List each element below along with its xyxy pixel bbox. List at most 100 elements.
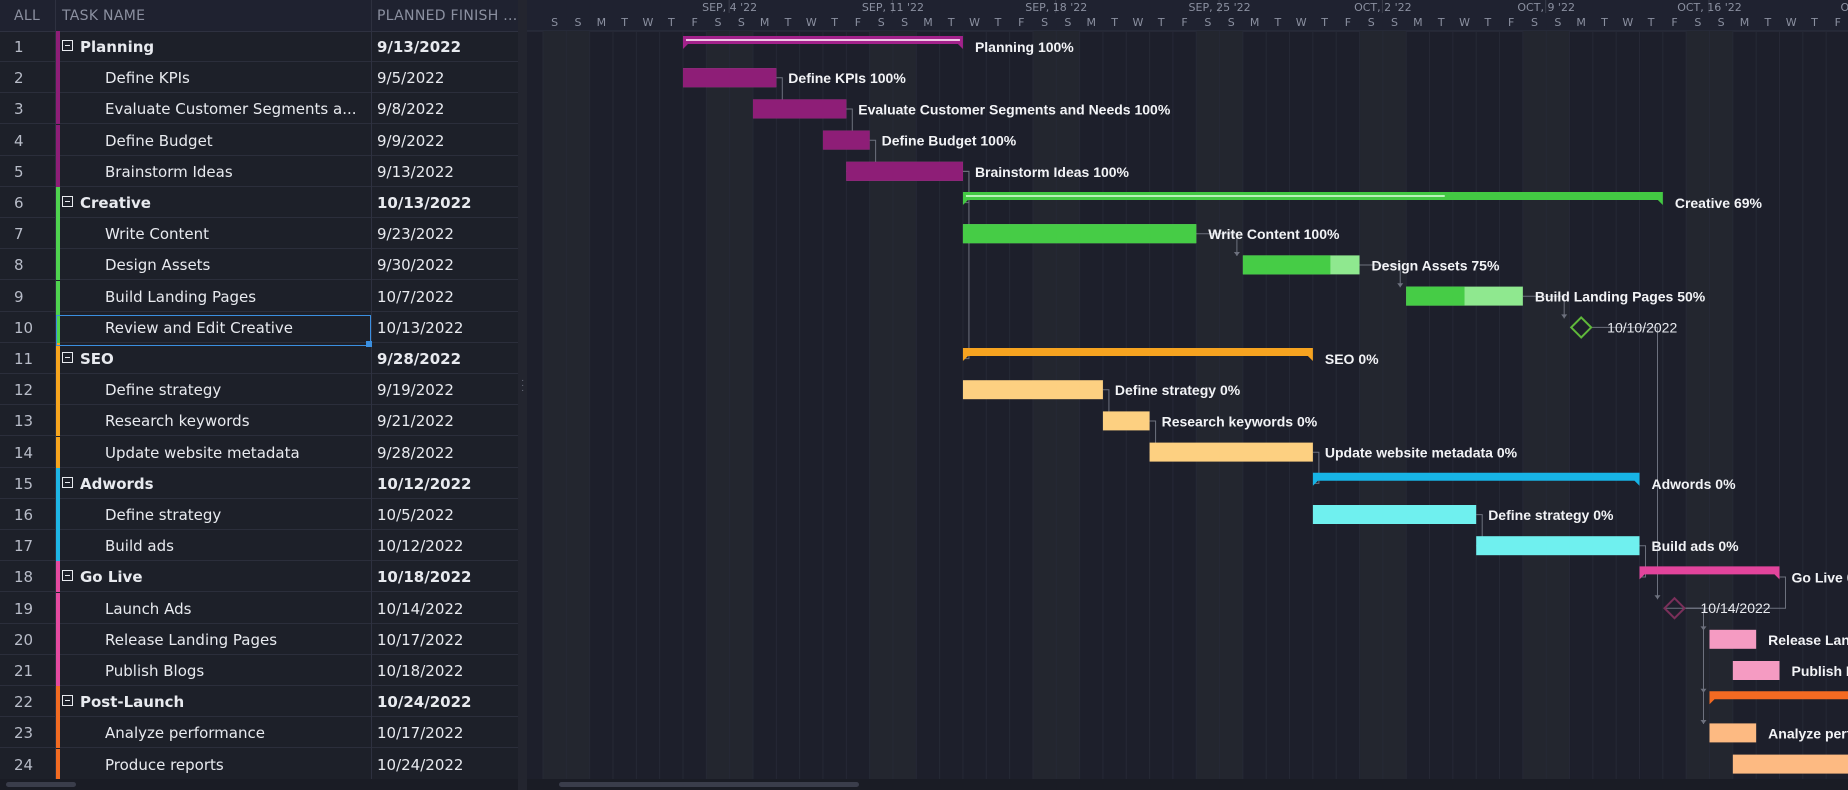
task-name-cell[interactable]: Publish Blogs — [105, 662, 205, 680]
task-bar[interactable] — [1149, 442, 1313, 462]
collapse-toggle-icon[interactable] — [62, 40, 73, 51]
planned-finish-cell[interactable]: 9/8/2022 — [377, 100, 445, 119]
collapse-toggle-icon[interactable] — [62, 570, 73, 582]
collapse-toggle-icon[interactable] — [62, 695, 73, 707]
planned-finish-cell[interactable]: 10/14/2022 — [377, 599, 464, 618]
task-name-cell[interactable]: Build Landing Pages — [105, 287, 257, 306]
task-bar[interactable] — [1732, 661, 1780, 680]
planned-finish-cell[interactable]: 9/5/2022 — [377, 69, 445, 88]
planned-finish-cell[interactable]: 10/17/2022 — [377, 724, 464, 743]
task-bar[interactable] — [1709, 629, 1757, 649]
scrollbar-thumb[interactable] — [6, 782, 76, 787]
task-name-cell[interactable]: Analyze performance — [105, 724, 265, 743]
task-name-column-header[interactable]: TASK NAME — [62, 8, 146, 24]
planned-finish-cell[interactable]: 10/13/2022 — [377, 318, 464, 337]
planned-finish-column-header[interactable]: PLANNED FINISH ... — [377, 8, 518, 24]
task-bar[interactable] — [1709, 723, 1757, 743]
task-name-cell[interactable]: Review and Edit Creative — [105, 318, 293, 337]
task-bar[interactable] — [962, 380, 1103, 400]
collapse-toggle-icon[interactable] — [62, 196, 73, 207]
task-name-cell[interactable]: Creative — [80, 194, 151, 212]
task-name-cell[interactable]: Release Landing Pages — [105, 630, 278, 649]
planned-finish-cell[interactable]: 9/13/2022 — [377, 38, 462, 56]
planned-finish-cell[interactable]: 9/23/2022 — [377, 225, 454, 244]
task-name-cell[interactable]: Write Content — [105, 225, 210, 244]
task-name-cell[interactable]: Update website metadata — [105, 443, 300, 462]
task-bar[interactable] — [1312, 505, 1477, 524]
task-bar[interactable] — [1476, 536, 1640, 556]
pane-splitter[interactable]: ··· — [518, 0, 527, 790]
collapse-toggle-icon[interactable] — [62, 352, 73, 363]
planned-finish-cell[interactable]: 10/24/2022 — [377, 755, 464, 774]
milestone-diamond-icon[interactable] — [1663, 596, 1686, 620]
planned-finish-cell[interactable]: 10/24/2022 — [377, 693, 472, 712]
planned-finish-cell[interactable]: 10/17/2022 — [377, 630, 464, 649]
planned-finish-cell[interactable]: 9/28/2022 — [377, 350, 462, 368]
all-column-header[interactable]: ALL — [14, 8, 41, 24]
summary-bar[interactable] — [1709, 691, 1848, 705]
task-bar[interactable] — [1732, 754, 1848, 774]
planned-finish-cell[interactable]: 10/7/2022 — [377, 287, 454, 306]
summary-bar[interactable] — [962, 348, 1313, 361]
planned-finish-cell[interactable]: 10/18/2022 — [377, 568, 472, 587]
task-name-cell[interactable]: Planning — [80, 38, 155, 56]
planned-finish-cell[interactable]: 10/13/2022 — [377, 194, 472, 212]
task-name-cell[interactable]: Research keywords — [105, 412, 250, 431]
planned-finish-cell[interactable]: 10/12/2022 — [377, 474, 472, 493]
scrollbar-thumb[interactable] — [559, 782, 859, 787]
chart-horizontal-scrollbar[interactable] — [527, 779, 1848, 790]
task-name-cell[interactable]: Build ads — [105, 537, 174, 556]
milestone-diamond-icon[interactable] — [1569, 315, 1593, 339]
planned-finish-cell[interactable]: 9/13/2022 — [377, 162, 454, 181]
task-name-cell[interactable]: Define strategy — [105, 506, 222, 524]
selected-cell[interactable] — [56, 315, 371, 346]
planned-finish-cell[interactable]: 10/12/2022 — [377, 537, 464, 556]
summary-bar[interactable] — [1312, 472, 1640, 486]
task-name-cell[interactable]: Define Budget — [105, 131, 213, 150]
task-name-cell[interactable]: Launch Ads — [105, 599, 192, 618]
planned-finish-cell[interactable]: 9/30/2022 — [377, 256, 454, 275]
task-name-cell[interactable]: Post-Launch — [80, 693, 185, 712]
planned-finish-cell[interactable]: 9/28/2022 — [377, 443, 454, 462]
task-name-cell[interactable]: Brainstorm Ideas — [105, 162, 233, 181]
task-name-cell[interactable]: SEO — [80, 350, 114, 368]
task-name-cell[interactable]: Design Assets — [105, 256, 211, 275]
collapse-toggle-icon[interactable] — [62, 476, 73, 488]
task-name-cell[interactable]: Evaluate Customer Segments a... — [105, 100, 357, 119]
fill-handle[interactable] — [366, 341, 372, 347]
task-bar[interactable] — [1102, 411, 1150, 431]
planned-finish-cell[interactable]: 10/18/2022 — [377, 662, 464, 680]
task-name-cell[interactable]: Define strategy — [105, 381, 222, 400]
planned-finish-cell[interactable]: 9/21/2022 — [377, 412, 454, 431]
planned-finish-cell[interactable]: 9/19/2022 — [377, 381, 454, 400]
summary-bar[interactable] — [1639, 566, 1780, 580]
task-name-cell[interactable]: Define KPIs — [105, 69, 190, 88]
task-name-cell[interactable]: Go Live — [80, 568, 143, 587]
task-name-cell[interactable]: Adwords — [80, 474, 154, 493]
planned-finish-cell[interactable]: 9/9/2022 — [377, 131, 445, 150]
